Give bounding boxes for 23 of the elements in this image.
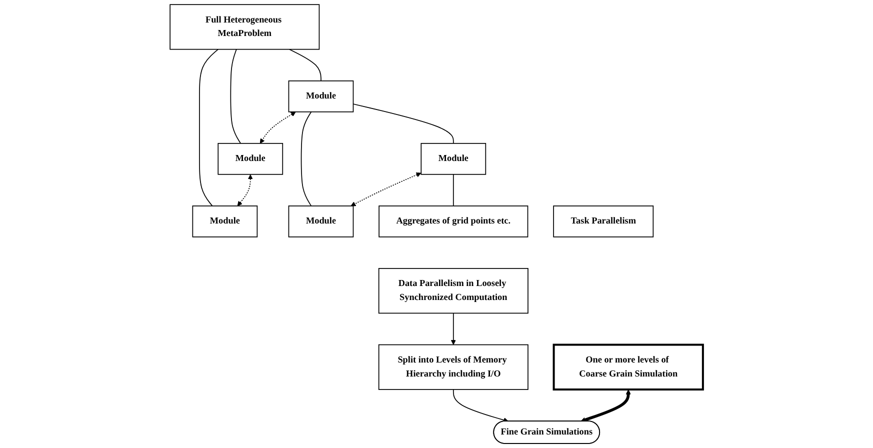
- node-box: Data Parallelism in Loosely Synchronized Computation: [378, 268, 528, 314]
- node-box: Module: [192, 206, 258, 238]
- node-box: Module: [420, 142, 486, 175]
- arrow: [450, 312, 456, 345]
- node-box: Module: [288, 80, 354, 112]
- connector: [199, 48, 219, 206]
- arrow: [260, 112, 296, 144]
- node-box: One or more levels of Coarse Grain Simulation: [552, 344, 704, 390]
- arrow: [580, 390, 631, 422]
- node-box: Task Parallelism: [553, 206, 654, 238]
- connector: [452, 174, 454, 206]
- connector: [300, 111, 312, 206]
- node-box: Full Heterogeneous MetaProblem: [170, 4, 320, 50]
- node-box: Module: [218, 142, 284, 175]
- connector: [230, 48, 242, 144]
- connector: [352, 104, 454, 144]
- node-box: Module: [288, 206, 354, 238]
- arrow: [452, 389, 508, 422]
- node-box: Aggregates of grid points etc.: [378, 206, 528, 238]
- arrow: [350, 172, 422, 206]
- arrow: [237, 174, 253, 206]
- node-box: Split into Levels of Memory Hierarchy including I/O: [378, 344, 528, 390]
- connector: [288, 48, 322, 82]
